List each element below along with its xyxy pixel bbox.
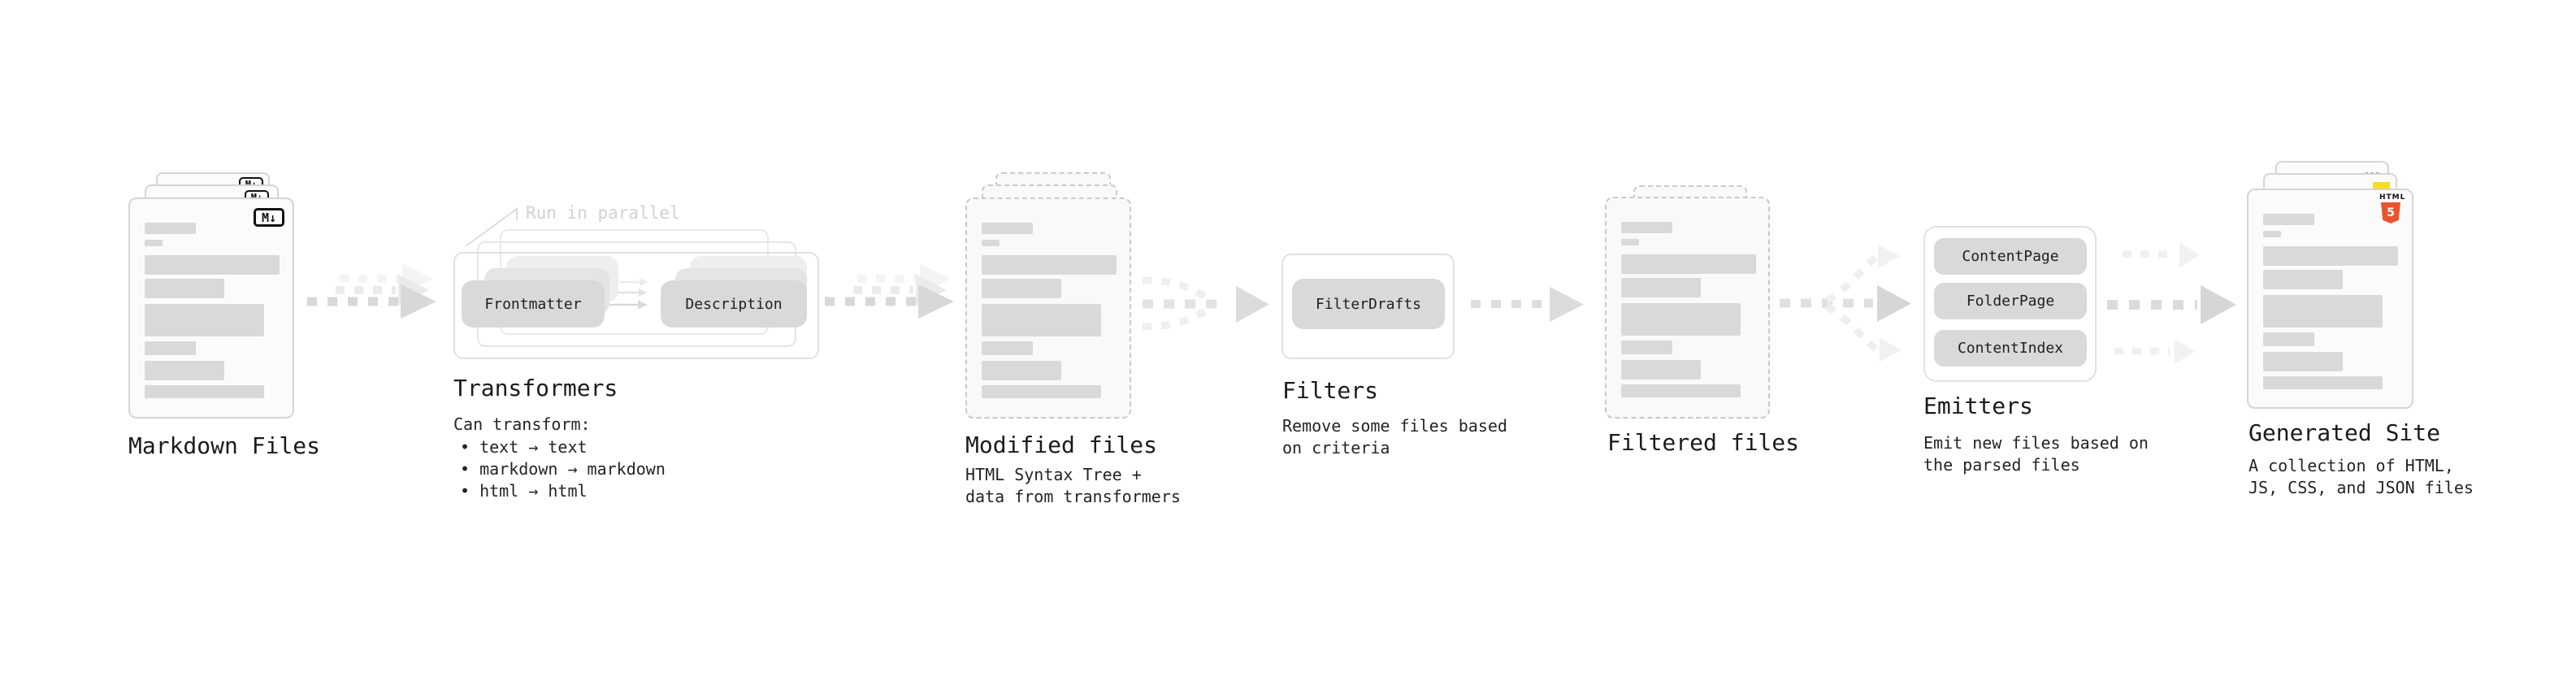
filters-frame — [1281, 254, 1455, 359]
run-in-parallel-annotation: Run in parallel — [526, 203, 680, 223]
generated-desc-line: JS, CSS, and JSON files — [2249, 478, 2474, 497]
document-card — [1605, 197, 1770, 419]
emitters-frame — [1923, 226, 2097, 382]
text-line-placeholder — [2263, 332, 2314, 346]
document-card — [965, 197, 1131, 419]
modified-desc-line: HTML Syntax Tree + — [965, 465, 1142, 484]
text-line-placeholder — [145, 361, 224, 380]
stage-label-transformers: Transformers — [453, 375, 618, 401]
text-line-placeholder — [145, 255, 280, 275]
text-line-placeholder — [982, 304, 1101, 336]
contentindex-pill: ContentIndex — [1934, 330, 2087, 367]
text-line-placeholder — [1621, 278, 1701, 297]
text-line-placeholder — [2263, 214, 2314, 225]
document-card: HTML 5 — [2247, 189, 2413, 409]
text-line-placeholder — [1621, 384, 1741, 397]
text-line-placeholder — [982, 223, 1033, 234]
transformers-bullet: • html → html — [460, 481, 588, 501]
text-line-placeholder — [2263, 376, 2383, 389]
text-line-placeholder — [982, 361, 1061, 380]
arrow-filtered-to-emitters — [1780, 245, 1911, 362]
transformers-bullet: • markdown → markdown — [460, 459, 666, 479]
text-line-placeholder — [1621, 340, 1672, 354]
arrow-markdown-to-transformers — [307, 263, 436, 319]
modified-desc-line: data from transformers — [965, 487, 1181, 506]
text-line-placeholder — [145, 240, 163, 246]
html5-file-icon: HTML 5 — [2379, 194, 2405, 223]
transformer-frame-front — [453, 252, 819, 359]
stage-label-filters: Filters — [1282, 377, 1379, 404]
text-line-placeholder — [2263, 352, 2343, 371]
contentpage-pill: ContentPage — [1934, 238, 2087, 275]
emitters-desc-line: Emit new files based on — [1923, 433, 2149, 453]
transformers-desc-heading: Can transform: — [453, 414, 591, 434]
stage-label-emitters: Emitters — [1923, 393, 2033, 419]
arrow-modified-to-filters — [1142, 276, 1269, 331]
text-line-placeholder — [145, 279, 224, 298]
text-line-placeholder — [145, 385, 264, 398]
frontmatter-pill: Frontmatter — [462, 280, 605, 327]
arrow-filters-to-filtered — [1471, 287, 1584, 322]
text-line-placeholder — [982, 279, 1061, 298]
arrows-emitters-to-generated — [2107, 242, 2236, 364]
markdown-icon: M↓ — [254, 208, 284, 227]
arrow-transformers-to-modified — [825, 263, 954, 319]
text-line-placeholder — [982, 385, 1101, 398]
text-line-placeholder — [1621, 239, 1639, 245]
text-line-placeholder — [982, 255, 1117, 275]
text-line-placeholder — [1621, 360, 1701, 380]
text-line-placeholder — [145, 341, 196, 355]
stage-label-markdown-files: Markdown Files — [128, 432, 321, 459]
emitters-desc-line: the parsed files — [1923, 455, 2080, 475]
stage-label-modified-files: Modified files — [965, 432, 1158, 458]
text-line-placeholder — [982, 341, 1033, 355]
text-line-placeholder — [982, 240, 1000, 246]
folderpage-pill: FolderPage — [1934, 283, 2087, 319]
text-line-placeholder — [2263, 231, 2281, 237]
description-pill: Description — [661, 280, 807, 327]
transformers-bullet: • text → text — [460, 437, 588, 457]
filters-desc-line: on criteria — [1282, 438, 1390, 458]
text-line-placeholder — [145, 223, 196, 234]
text-line-placeholder — [1621, 222, 1672, 233]
filterdrafts-pill: FilterDrafts — [1292, 279, 1445, 329]
text-line-placeholder — [2263, 246, 2398, 266]
stage-label-filtered-files: Filtered files — [1607, 429, 1800, 456]
document-card: M↓ — [128, 197, 294, 419]
text-line-placeholder — [145, 304, 264, 336]
stage-label-generated-site: Generated Site — [2249, 419, 2441, 446]
text-line-placeholder — [1621, 254, 1756, 274]
text-line-placeholder — [2263, 295, 2383, 327]
filters-desc-line: Remove some files based — [1282, 416, 1507, 436]
text-line-placeholder — [2263, 270, 2343, 289]
text-line-placeholder — [1621, 303, 1741, 336]
generated-desc-line: A collection of HTML, — [2249, 456, 2454, 475]
